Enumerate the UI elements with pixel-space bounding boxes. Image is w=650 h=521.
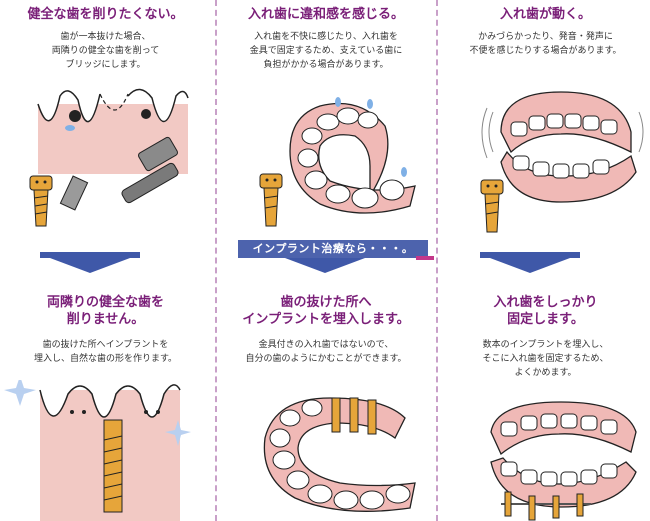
moving-denture-illustration [480,91,644,233]
panel-title: 両隣りの健全な歯を削りません。 [46,295,164,327]
divider-left [215,0,217,521]
down-arrow-icon [490,258,570,273]
down-arrow-icon [285,258,365,273]
panel-description: 歯が一本抜けた場合、両隣りの健全な歯を削ってブリッジにします。 [51,32,160,70]
implant-character-icon [259,173,283,227]
lower-arch-implant-illustration [263,397,416,512]
motion-lines-icon [481,107,644,159]
divider-right [436,0,438,521]
panel-description: 歯の抜けた所へインプラントを埋入し、自然な歯の形を作ります。 [33,340,178,364]
panel-solution-fix-denture: 入れ歯をしっかり固定します。 数本のインプラントを埋入し、そこに入れ歯を固定する… [441,282,650,521]
arrow-bar-left [40,252,140,258]
partial-denture-illustration [259,97,416,227]
implant-banner: インプラント治療なら・・・。 [238,240,428,258]
panel-problem-denture-moves: 入れ歯が動く。 かみづらかったり、発音・発声に不便を感じたりする場合があります。 [441,0,650,240]
implant-screws-icon [331,397,377,435]
implant-character-icon [480,179,504,233]
down-arrow-icon [50,258,130,273]
panel-title: 入れ歯をしっかり固定します。 [493,295,598,327]
panel-solution-implant-placement: 歯の抜けた所へインプラントを埋入します。 金具付きの入れ歯ではないので、自分の歯… [220,282,432,521]
transition-band: インプラント治療なら・・・。 [0,240,650,282]
panel-description: 入れ歯を不快に感じたり、入れ歯を金具で固定するため、支えている歯に負担がかかる場… [249,32,403,70]
drill-icon [121,136,179,204]
panel-title: 入れ歯に違和感を感じる。 [247,7,404,22]
panel-problem-bridge: 健全な歯を削りたくない。 歯が一本抜けた場合、両隣りの健全な歯を削ってブリッジに… [0,0,211,240]
implant-character-icon [29,175,53,227]
panel-title: 入れ歯が動く。 [499,7,591,22]
panel-title: 歯の抜けた所へインプラントを埋入します。 [242,295,410,327]
sparkle-icon [4,380,191,446]
panel-solution-no-cutting: 両隣りの健全な歯を削りません。 歯の抜けた所へインプラントを埋入し、自然な歯の形… [0,282,211,521]
panel-description: かみづらかったり、発音・発声に不便を感じたりする場合があります。 [469,32,622,56]
panel-description: 数本のインプラントを埋入し、そこに入れ歯を固定するため、よくかめます。 [482,340,609,378]
panel-problem-denture-discomfort: 入れ歯に違和感を感じる。 入れ歯を不快に感じたり、入れ歯を金具で固定するため、支… [220,0,432,240]
implant-screws-icon [504,491,584,521]
implant-supported-denture-illustration [490,401,637,521]
panel-title: 健全な歯を削りたくない。 [27,7,184,22]
arrow-bar-right [480,252,580,258]
bridge-illustration [29,88,189,227]
panel-description: 金具付きの入れ歯ではないので、自分の歯のようにかむことができます。 [245,340,407,364]
single-implant-illustration [4,380,191,521]
banner-accent [416,256,434,260]
sweat-icon [335,97,407,177]
